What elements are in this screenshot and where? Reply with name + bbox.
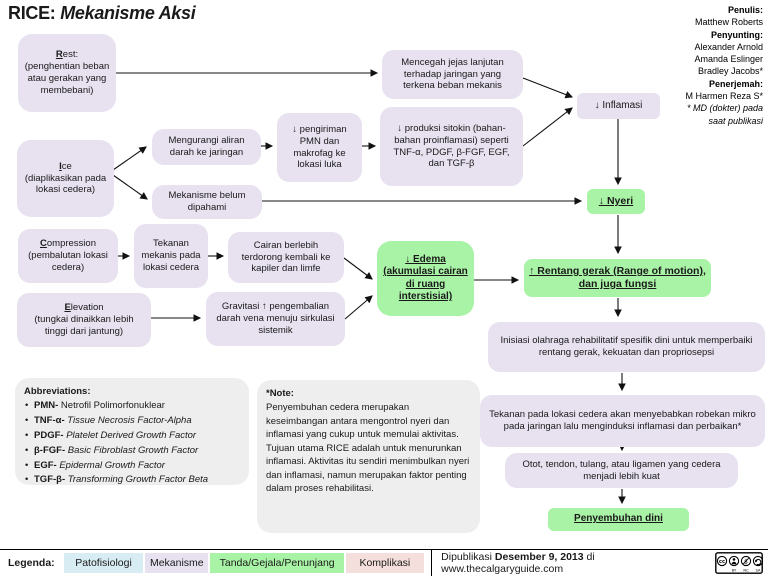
legend-komplikasi: Komplikasi	[346, 553, 424, 573]
svg-text:$: $	[744, 558, 748, 565]
title-brand: RICE:	[8, 3, 56, 23]
note-heading: *Note:	[266, 388, 294, 399]
node-otot-tendon: Otot, tendon, tulang, atau ligamen yang …	[505, 453, 738, 488]
abbreviation-item: β-FGF- Basic Fibroblast Growth Factor	[24, 444, 240, 459]
node-cairan-berlebih: Cairan berlebih terdorong kembali ke kap…	[228, 232, 344, 283]
credits-translator: M Harmen Reza S*	[685, 91, 763, 102]
svg-text:BY: BY	[732, 569, 737, 573]
credits-editor: Bradley Jacobs*	[697, 66, 763, 77]
node-inflamasi: ↓ Inflamasi	[577, 93, 660, 119]
compression-title: ompression	[46, 238, 96, 250]
credits-editor-label: Penyunting:	[711, 29, 763, 40]
node-mencegah-jejas: Mencegah jejas lanjutan terhadap jaringa…	[382, 50, 523, 99]
node-nyeri: ↓ Nyeri	[587, 189, 645, 214]
svg-text:cc: cc	[719, 559, 725, 565]
note-body: Penyembuhan cedera merupakan keseimbanga…	[266, 402, 470, 495]
node-elevation: Elevation (tungkai dinaikkan lebih tingg…	[17, 293, 151, 347]
node-penyembuhan-dini: Penyembuhan dini	[548, 508, 689, 531]
rest-title: est:	[62, 49, 79, 61]
credits-footnote: saat publikasi	[708, 115, 763, 126]
credits-author-label: Penulis:	[727, 5, 763, 15]
cc-license-icon: cc $ BY NC SA	[715, 552, 763, 574]
node-edema: ↓ Edema (akumulasi cairan di ruang inter…	[377, 241, 474, 316]
elevation-desc: (tungkai dinaikkan lebih tinggi dari jan…	[34, 314, 134, 337]
compression-desc: (pembalutan lokasi cedera)	[28, 250, 108, 273]
node-mengurangi-aliran: Mengurangi aliran darah ke jaringan	[152, 129, 261, 165]
abbreviation-item: PDGF- Platelet Derived Growth Factor	[24, 429, 240, 444]
node-ice: Ice (diaplikasikan pada lokasi cedera)	[17, 140, 114, 217]
footer-divider	[430, 550, 433, 576]
elevation-initial: E	[64, 302, 71, 314]
abbreviation-item: EGF- Epidermal Growth Factor	[24, 459, 240, 474]
node-rest: Rest: (penghentian beban atau gerakan ya…	[18, 34, 116, 112]
abbreviation-item: TGF-β- Transforming Growth Factor Beta	[24, 473, 240, 488]
title-subtitle: Mekanisme Aksi	[55, 3, 196, 23]
credits-author: Matthew Roberts	[694, 17, 763, 28]
ice-initial: I	[59, 160, 62, 172]
legend-tanda-gejala: Tanda/Gejala/Penunjang	[210, 553, 345, 573]
credits-editor: Alexander Arnold	[694, 41, 763, 52]
node-produksi-sitokin: ↓ produksi sitokin (bahan-bahan proinfla…	[380, 107, 523, 186]
compression-initial: C	[40, 238, 47, 250]
credits-editor: Amanda Eslinger	[694, 54, 763, 65]
node-pengiriman-pmn: ↓ pengiriman PMN dan makrofag ke lokasi …	[277, 113, 362, 182]
credits-panel: Penulis: Matthew Roberts Penyunting: Ale…	[685, 4, 763, 127]
node-inisiasi-olahraga: Inisiasi olahraga rehabilitatif spesifik…	[488, 322, 765, 372]
rest-desc: (penghentian beban atau gerakan yang mem…	[24, 61, 110, 96]
credits-translator-label: Penerjemah:	[708, 78, 763, 89]
node-gravitasi: Gravitasi ↑ pengembalian darah vena menu…	[206, 292, 345, 346]
ice-desc: (diaplikasikan pada lokasi cedera)	[24, 172, 107, 196]
legend-label: Legenda:	[8, 557, 55, 569]
abbreviation-item: TNF-α- Tissue Necrosis Factor-Alpha	[24, 414, 240, 429]
node-mekanisme-belum: Mekanisme belum dipahami	[152, 185, 262, 219]
legend-mekanisme: Mekanisme	[145, 553, 209, 573]
credits-footnote: * MD (dokter) pada	[686, 103, 763, 114]
node-rentang-gerak: ↑ Rentang gerak (Range of motion), dan j…	[524, 259, 711, 297]
rest-initial: R	[55, 49, 63, 61]
node-tekanan-lokasi: Tekanan pada lokasi cedera akan menyebab…	[480, 395, 765, 447]
node-tekanan-mekanis: Tekanan mekanis pada lokasi cedera	[134, 224, 208, 288]
abbreviation-item: PMN- Netrofil Polimorfonuklear	[24, 399, 240, 414]
svg-text:SA: SA	[756, 569, 761, 573]
node-compression: Compression (pembalutan lokasi cedera)	[18, 229, 118, 283]
legend-patofisiologi: Patofisiologi	[63, 553, 144, 573]
abbreviations-box: Abbreviations: PMN- Netrofil Polimorfonu…	[15, 378, 249, 488]
elevation-title: levation	[70, 302, 104, 314]
ice-title: ce	[61, 160, 72, 172]
legend-bar: Legenda: Patofisiologi Mekanisme Tanda/G…	[0, 549, 768, 576]
abbreviations-heading: Abbreviations:	[24, 386, 91, 397]
svg-text:NC: NC	[743, 569, 749, 573]
note-box: *Note: Penyembuhan cedera merupakan kese…	[257, 380, 480, 533]
page-title: RICE: Mekanisme Aksi	[8, 3, 196, 24]
publication-info: Dipublikasi Desember 9, 2013 di www.thec…	[441, 551, 595, 575]
